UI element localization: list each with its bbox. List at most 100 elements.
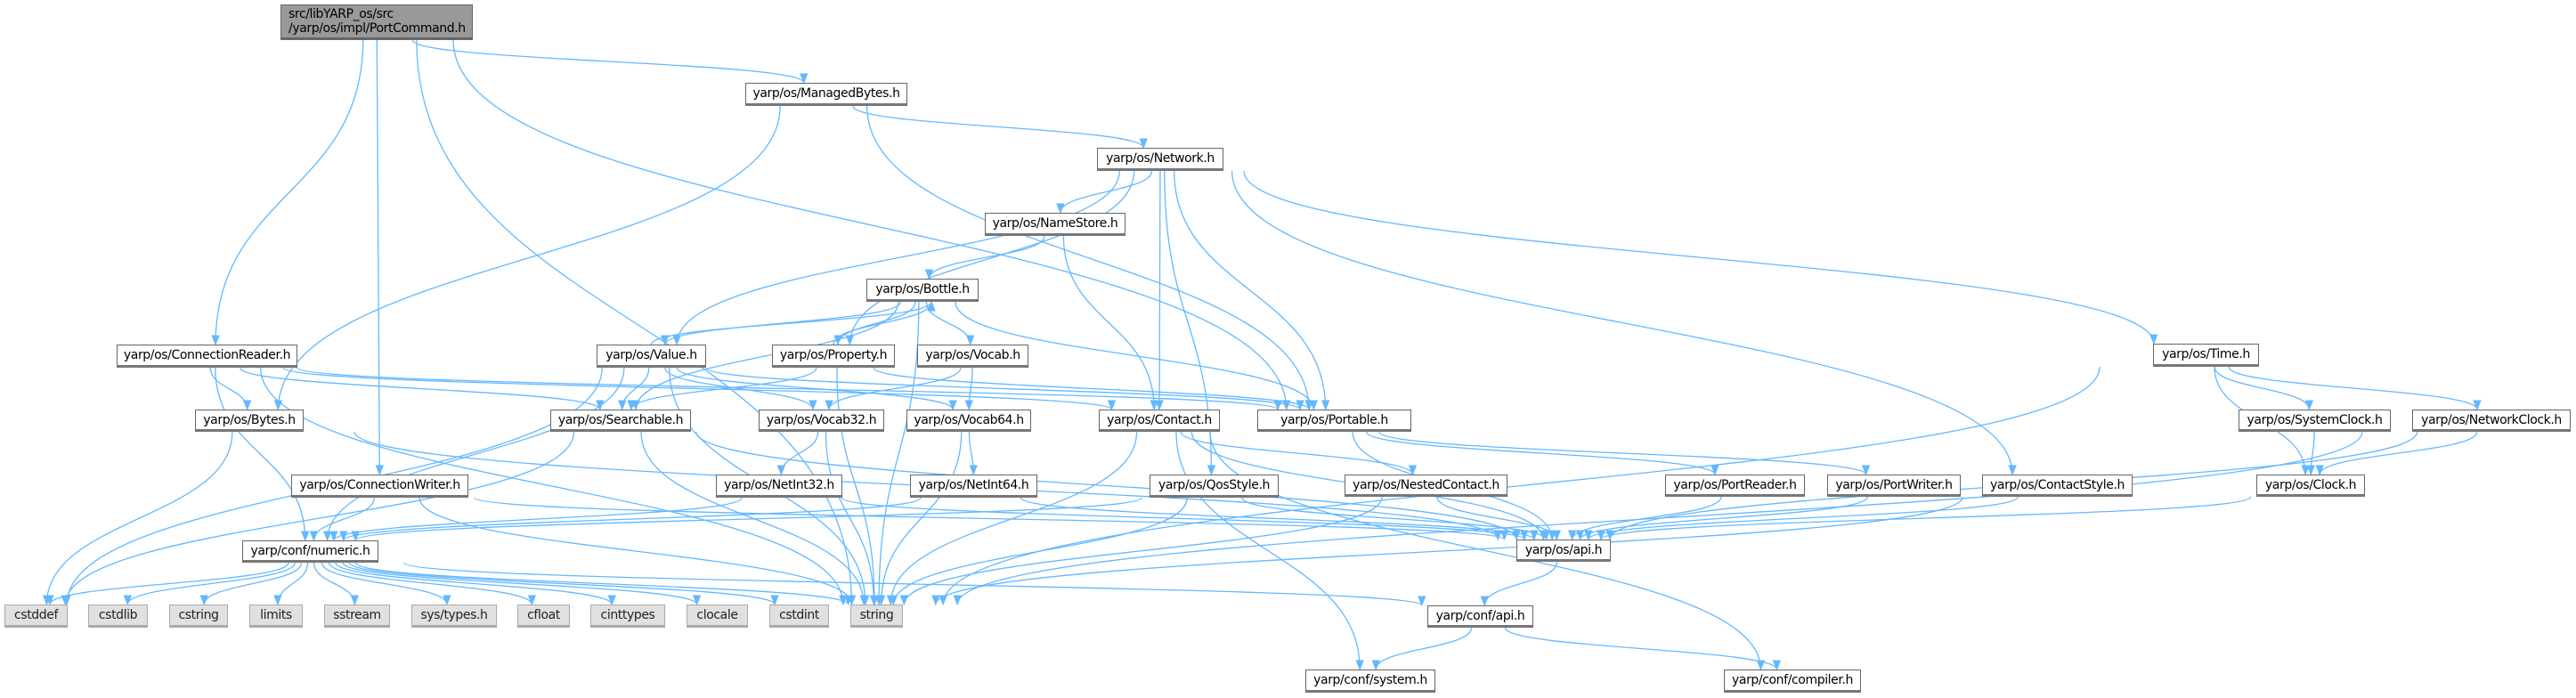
node-vocab32[interactable]: yarp/os/Vocab32.h — [759, 410, 884, 432]
node-connwriter[interactable]: yarp/os/ConnectionWriter.h — [291, 475, 468, 498]
edge-managedbytes-to-portable — [865, 105, 1313, 411]
edge-root-to-connwriter — [375, 39, 385, 476]
edge-netint64-to-numeric — [339, 497, 922, 542]
node-label: yarp/os/PortWriter.h — [1835, 477, 1953, 492]
node-label: yarp/os/Contact.h — [1107, 412, 1212, 427]
node-netint32[interactable]: yarp/os/NetInt32.h — [716, 475, 842, 498]
node-qosstyle[interactable]: yarp/os/QosStyle.h — [1150, 475, 1279, 498]
edge-value-to-bottle — [650, 300, 936, 345]
node-label: yarp/conf/compiler.h — [1732, 673, 1853, 687]
edge-netint32-to-numeric — [329, 497, 743, 542]
edge-bytes-to-cstddef — [42, 431, 233, 606]
edge-connreader-to-contact — [282, 367, 1116, 411]
node-searchable[interactable]: yarp/os/Searchable.h — [550, 410, 691, 432]
edge-numeric-to-cinttypes — [335, 562, 616, 606]
node-systypes[interactable]: sys/types.h — [411, 605, 497, 628]
node-system[interactable]: yarp/conf/system.h — [1305, 670, 1435, 693]
node-compiler[interactable]: yarp/conf/compiler.h — [1724, 670, 1861, 693]
edge-contact-to-system — [1175, 431, 1364, 671]
node-confapi[interactable]: yarp/conf/api.h — [1427, 605, 1533, 628]
node-bottle[interactable]: yarp/os/Bottle.h — [866, 279, 979, 302]
node-label: yarp/os/NetworkClock.h — [2421, 412, 2562, 427]
node-systemclock[interactable]: yarp/os/SystemClock.h — [2239, 410, 2391, 432]
node-networkclock[interactable]: yarp/os/NetworkClock.h — [2412, 410, 2571, 432]
node-contactstyle[interactable]: yarp/os/ContactStyle.h — [1982, 475, 2133, 497]
node-label: cstdlib — [98, 608, 138, 622]
edge-contactstyle-to-string — [931, 496, 1964, 606]
node-label: cstdint — [779, 608, 819, 622]
edge-value-to-portable — [705, 367, 1304, 411]
edge-confapi-to-system — [1371, 627, 1473, 671]
edge-managedbytes-to-network — [852, 105, 1148, 150]
node-vocab[interactable]: yarp/os/Vocab.h — [917, 345, 1028, 368]
edge-time-to-networkclock — [2228, 366, 2482, 411]
edge-networkclock-to-clock — [2315, 431, 2478, 476]
edge-numeric-to-cstdlib — [123, 562, 296, 606]
edge-property-to-portable — [873, 367, 1313, 411]
node-label: yarp/os/NameStore.h — [992, 216, 1118, 231]
node-cinttypes[interactable]: cinttypes — [590, 605, 665, 628]
node-label: yarp/os/QosStyle.h — [1158, 478, 1270, 492]
node-label: cstddef — [14, 608, 58, 622]
edge-numeric-to-limits — [273, 562, 309, 606]
edge-network-to-contactstyle — [1231, 170, 2017, 476]
edge-bottle-to-property — [833, 301, 916, 346]
node-cstdlib[interactable]: cstdlib — [88, 605, 148, 628]
node-sstream[interactable]: sstream — [324, 605, 390, 628]
node-label: cfloat — [527, 608, 560, 622]
node-cstddef[interactable]: cstddef — [4, 605, 68, 628]
node-vocab64[interactable]: yarp/os/Vocab64.h — [906, 410, 1031, 432]
edge-networkclock-to-string — [953, 431, 2363, 606]
edge-time-to-systemclock — [2214, 366, 2314, 411]
node-portable[interactable]: yarp/os/Portable.h — [1257, 410, 1411, 432]
node-limits[interactable]: limits — [249, 605, 303, 628]
edge-connwriter-to-numeric — [309, 497, 375, 542]
node-cstring[interactable]: cstring — [169, 605, 228, 628]
node-portreader[interactable]: yarp/os/PortReader.h — [1665, 475, 1805, 497]
node-connreader[interactable]: yarp/os/ConnectionReader.h — [117, 345, 297, 368]
edge-property-to-string — [836, 367, 879, 606]
edge-numeric-to-cstddef — [45, 562, 289, 606]
edge-contact-to-nestedcontact — [1180, 431, 1418, 476]
node-namestore[interactable]: yarp/os/NameStore.h — [985, 213, 1125, 236]
node-nestedcontact[interactable]: yarp/os/NestedContact.h — [1345, 475, 1507, 497]
node-value[interactable]: yarp/os/Value.h — [597, 345, 706, 368]
root-node-portcommand[interactable]: src/libYARP_os/src/yarp/os/impl/PortComm… — [280, 4, 473, 40]
edge-connreader-to-numeric — [215, 367, 310, 542]
edge-root-to-connreader — [211, 39, 364, 346]
node-label: yarp/os/ManagedBytes.h — [752, 86, 900, 101]
node-label: yarp/os/api.h — [1524, 542, 1603, 557]
node-portwriter[interactable]: yarp/os/PortWriter.h — [1827, 475, 1961, 497]
node-clocale[interactable]: clocale — [687, 605, 748, 628]
edge-qosstyle-to-osapi — [1241, 497, 1550, 541]
node-contact[interactable]: yarp/os/Contact.h — [1099, 410, 1220, 432]
node-property[interactable]: yarp/os/Property.h — [772, 345, 895, 368]
node-label: yarp/os/NetInt32.h — [724, 478, 834, 492]
node-clock[interactable]: yarp/os/Clock.h — [2256, 475, 2365, 497]
node-network[interactable]: yarp/os/Network.h — [1097, 148, 1223, 171]
root-node-label-line: /yarp/os/impl/PortCommand.h — [288, 21, 466, 36]
node-label: limits — [260, 608, 292, 622]
node-bytes[interactable]: yarp/os/Bytes.h — [195, 410, 304, 432]
node-cfloat[interactable]: cfloat — [517, 605, 570, 628]
edge-contact-to-compiler — [1209, 431, 1766, 671]
node-managedbytes[interactable]: yarp/os/ManagedBytes.h — [745, 83, 907, 106]
node-time[interactable]: yarp/os/Time.h — [2153, 344, 2259, 367]
node-label: yarp/conf/api.h — [1435, 608, 1525, 623]
edge-vocab-to-vocab64 — [964, 367, 973, 411]
node-label: yarp/os/Bytes.h — [203, 412, 296, 427]
edge-connreader-to-portable — [297, 367, 1282, 411]
edge-vocab64-to-string — [877, 431, 963, 606]
edge-contact-to-string — [886, 431, 1138, 606]
node-netint64[interactable]: yarp/os/NetInt64.h — [910, 475, 1037, 498]
edge-namestore-to-contact — [1062, 235, 1158, 411]
edge-portreader-to-osapi — [1568, 496, 1722, 541]
node-string[interactable]: string — [850, 605, 903, 628]
edge-property-to-bottle — [833, 300, 936, 345]
node-numeric[interactable]: yarp/conf/numeric.h — [242, 540, 378, 563]
node-osapi[interactable]: yarp/os/api.h — [1516, 540, 1611, 562]
node-label: sstream — [333, 608, 381, 622]
edge-network-to-contact — [1155, 170, 1164, 411]
node-label: yarp/os/Searchable.h — [557, 412, 684, 427]
node-cstdint[interactable]: cstdint — [769, 605, 829, 628]
